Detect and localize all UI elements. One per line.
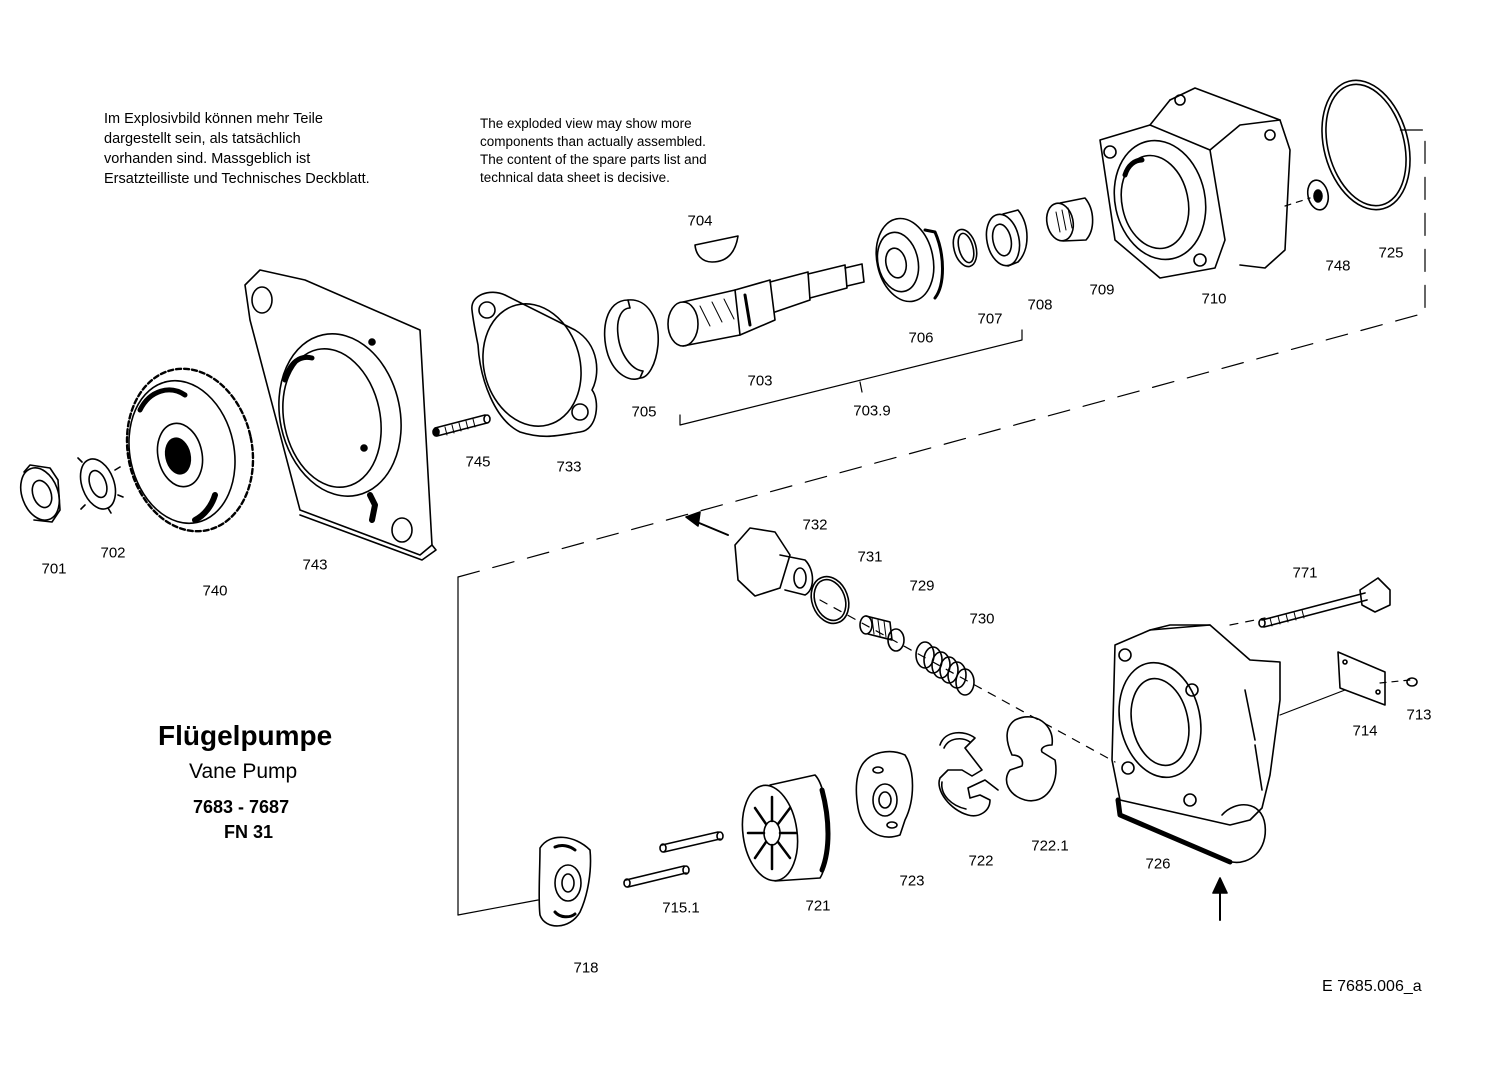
part-label-729: 729 <box>909 577 935 595</box>
part-label-714: 714 <box>1352 722 1378 740</box>
drawing-id: E 7685.006_a <box>1322 978 1422 995</box>
part-706-bearing <box>875 217 944 303</box>
part-733-gasket <box>471 291 598 438</box>
arrow-icon <box>685 511 729 536</box>
kit-bracket-703-9 <box>679 329 1023 426</box>
part-722-1-plate <box>1005 716 1057 802</box>
arrow-icon <box>1212 877 1228 921</box>
part-771-bolt <box>1258 577 1391 628</box>
part-701-nut <box>19 464 61 523</box>
part-label-715-1: 715.1 <box>662 899 700 917</box>
part-label-705: 705 <box>631 403 657 421</box>
part-729-valve <box>859 615 905 652</box>
part-label-713: 713 <box>1406 706 1432 724</box>
note-english: The exploded view may show more componen… <box>480 116 707 185</box>
model-range: 7683 - 7687 <box>193 797 290 817</box>
note-german: Im Explosivbild können mehr Teile darges… <box>104 111 370 187</box>
part-714-nameplate <box>1337 651 1386 706</box>
part-708-seal <box>985 209 1028 267</box>
part-label-708: 708 <box>1027 296 1053 314</box>
part-label-704: 704 <box>687 212 713 230</box>
part-732-plug <box>734 527 814 597</box>
part-740-gear <box>125 367 255 533</box>
part-label-710: 710 <box>1201 290 1227 308</box>
part-721-rotor <box>741 774 831 882</box>
part-label-732: 732 <box>802 516 828 534</box>
part-label-706: 706 <box>908 329 934 347</box>
part-748-nut <box>1306 179 1330 211</box>
part-label-733: 733 <box>556 458 582 476</box>
assembly-axis-lines <box>457 129 1426 916</box>
part-702-lock-washer <box>77 457 124 514</box>
part-731-o-ring <box>810 575 850 625</box>
part-725-o-ring <box>1321 79 1411 211</box>
part-730-spring <box>915 641 975 696</box>
part-label-723: 723 <box>899 872 925 890</box>
part-label-726: 726 <box>1145 855 1171 873</box>
part-745-pin <box>432 414 491 437</box>
part-label-703: 703 <box>747 372 773 390</box>
part-705-circlip <box>603 299 659 380</box>
part-label-725: 725 <box>1378 244 1404 262</box>
part-label-731: 731 <box>857 548 883 566</box>
title-english: Vane Pump <box>189 760 298 783</box>
part-label-771: 771 <box>1292 564 1318 582</box>
part-703-shaft <box>667 263 865 347</box>
part-label-722-1: 722.1 <box>1031 837 1069 855</box>
part-label-740: 740 <box>202 582 228 600</box>
part-715-1-pins <box>623 831 724 888</box>
part-label-730: 730 <box>969 610 995 628</box>
part-723-plate <box>855 750 914 838</box>
title-german: Flügelpumpe <box>158 720 333 751</box>
part-709-needle-bearing <box>1045 197 1094 242</box>
part-label-718: 718 <box>573 959 599 977</box>
part-label-721: 721 <box>805 897 831 915</box>
part-label-745: 745 <box>465 453 491 471</box>
kit-bracket-tick <box>859 381 863 393</box>
part-718-end-plate <box>538 836 592 927</box>
part-label-702: 702 <box>100 544 126 562</box>
part-726-pump-housing <box>1111 624 1281 865</box>
part-722-cam-ring <box>938 731 999 817</box>
part-label-722: 722 <box>968 852 994 870</box>
part-710-housing <box>1099 87 1291 279</box>
part-label-748: 748 <box>1325 257 1351 275</box>
part-713-rivet <box>1406 677 1418 687</box>
part-label-709: 709 <box>1089 281 1115 299</box>
fn-number: FN 31 <box>224 822 274 842</box>
part-label-743: 743 <box>302 556 328 574</box>
part-label-701: 701 <box>41 560 67 578</box>
part-707-snap-ring <box>952 228 978 268</box>
part-label-703-9: 703.9 <box>853 402 891 420</box>
part-704-key <box>694 235 739 263</box>
part-label-707: 707 <box>977 310 1003 328</box>
part-743-flange <box>244 269 437 561</box>
